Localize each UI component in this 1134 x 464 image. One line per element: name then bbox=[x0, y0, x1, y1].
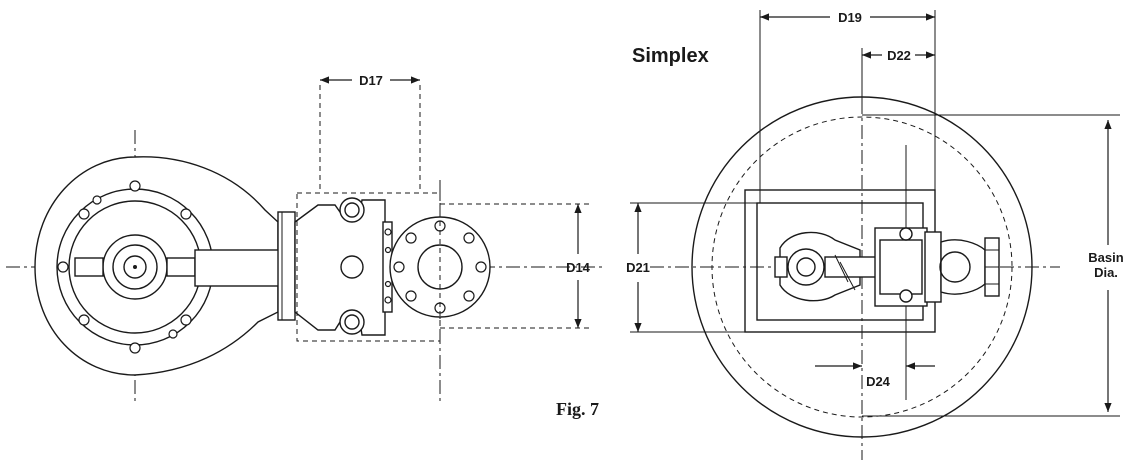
coupling-plate bbox=[277, 211, 296, 321]
pump-foot-left bbox=[74, 257, 104, 277]
guide-rail-base bbox=[294, 199, 386, 336]
rail-bolt-middle bbox=[340, 255, 364, 279]
basin-pump-hub bbox=[787, 248, 825, 286]
top-view-simplex: Simplex bbox=[626, 10, 1124, 460]
pump-hub-core bbox=[123, 255, 147, 279]
pump-foot-right bbox=[166, 257, 196, 277]
dimension-d24: D24 bbox=[866, 374, 891, 389]
pump-hub-mid bbox=[112, 244, 158, 290]
dimension-basin-line2: Dia. bbox=[1094, 265, 1118, 280]
dimension-d14: D14 bbox=[566, 260, 591, 275]
pump-hub-center bbox=[133, 265, 137, 269]
page-title: Simplex bbox=[632, 45, 709, 67]
basin-rail-bolt-bottom bbox=[899, 289, 913, 303]
dimension-d17: D17 bbox=[359, 73, 383, 88]
flange-bolt-holes bbox=[393, 220, 487, 314]
rail-bolt-bottom bbox=[339, 309, 365, 335]
basin-rail-plate bbox=[924, 231, 942, 303]
dimension-d21: D21 bbox=[626, 260, 650, 275]
dimension-basin-line1: Basin bbox=[1088, 250, 1123, 265]
dimension-d22: D22 bbox=[887, 48, 911, 63]
dimension-d19: D19 bbox=[838, 10, 862, 25]
side-view-pump: D17 D14 bbox=[6, 73, 605, 405]
mounting-outline bbox=[296, 192, 441, 342]
basin-pump-foot bbox=[774, 256, 788, 278]
basin-outlet-elbow bbox=[940, 239, 986, 295]
rail-bolt-top bbox=[339, 197, 365, 223]
figure-label: Fig. 7 bbox=[556, 399, 599, 419]
basin-rail-bolt-top bbox=[899, 227, 913, 241]
